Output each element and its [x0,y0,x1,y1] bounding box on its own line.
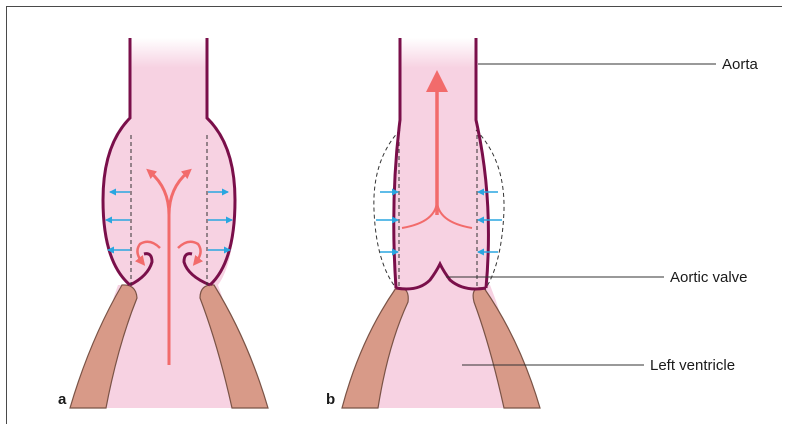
panel-label-a: a [58,391,67,408]
aortic-valve-label: Aortic valve [670,269,748,286]
left-ventricle-label: Left ventricle [650,357,735,374]
panel-b: b [326,38,540,408]
panel-label-b: b [326,391,335,408]
panel-a: a [58,38,268,408]
aorta-label: Aorta [722,56,759,73]
